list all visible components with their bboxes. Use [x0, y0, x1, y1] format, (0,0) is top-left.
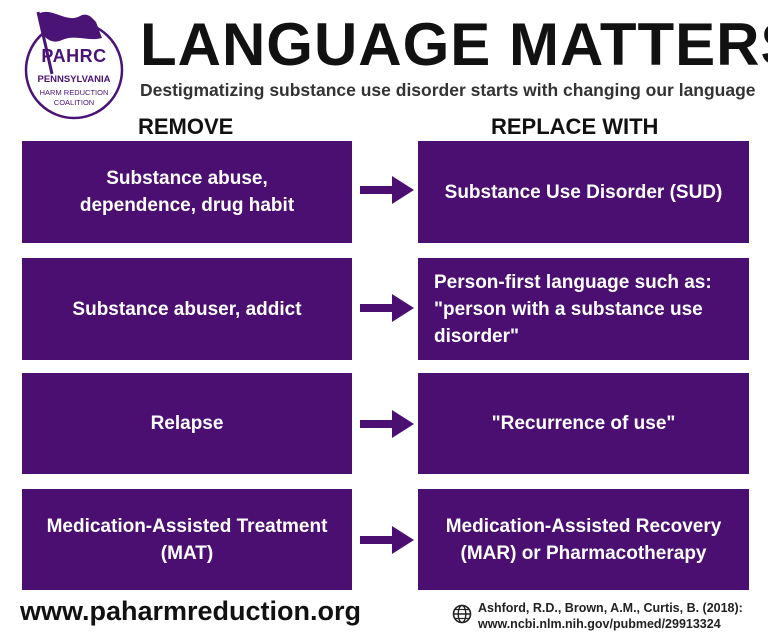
- logo-line1: HARM REDUCTION: [39, 88, 109, 97]
- citation-authors: Ashford, R.D., Brown, A.M., Curtis, B. (…: [478, 601, 743, 615]
- remove-term-text: Substance abuser, addict: [72, 298, 302, 320]
- replace-term-box: Medication-Assisted Recovery (MAR) or Ph…: [418, 489, 749, 590]
- replace-term-box: Substance Use Disorder (SUD): [418, 141, 749, 243]
- remove-term-box: Substance abuse, dependence, drug habit: [22, 141, 352, 243]
- replace-term-box: Person-first language such as: "person w…: [418, 258, 749, 360]
- logo-line2: COALITION: [53, 98, 95, 107]
- remove-term-text: Substance abuse, dependence, drug habit: [79, 168, 295, 216]
- arrow-right-icon: [360, 176, 414, 204]
- logo-acronym: PAHRC: [41, 46, 107, 66]
- replace-term-text: Medication-Assisted Recovery (MAR) or Ph…: [445, 515, 722, 564]
- globe-icon: [452, 604, 472, 624]
- replace-term-box: "Recurrence of use": [418, 373, 749, 474]
- replace-term-text: Person-first language such as: "person w…: [434, 271, 712, 347]
- arrow-right-icon: [360, 526, 414, 554]
- remove-term-text: Medication-Assisted Treatment (MAT): [46, 515, 328, 564]
- column-heading-replace: REPLACE WITH: [491, 114, 659, 139]
- arrow-right-icon: [360, 294, 414, 322]
- replace-term-text: Substance Use Disorder (SUD): [444, 181, 723, 203]
- replace-term-text: "Recurrence of use": [491, 413, 676, 434]
- remove-term-text: Relapse: [150, 413, 224, 434]
- remove-term-box: Substance abuser, addict: [22, 258, 352, 360]
- logo-state: PENNSYLVANIA: [37, 74, 111, 85]
- website-link[interactable]: www.paharmreduction.org: [20, 596, 362, 626]
- page-subtitle: Destigmatizing substance use disorder st…: [140, 80, 756, 100]
- pahrc-logo: PAHRC PENNSYLVANIA HARM REDUCTION COALIT…: [22, 8, 126, 132]
- arrow-right-icon: [360, 410, 414, 438]
- remove-term-box: Relapse: [22, 373, 352, 474]
- flag-circle-logo-icon: [24, 11, 124, 120]
- column-heading-remove: REMOVE: [138, 114, 234, 139]
- citation-link[interactable]: www.ncbi.nlm.nih.gov/pubmed/29913324: [478, 617, 721, 631]
- page-title: LANGUAGE MATTERS: [140, 11, 768, 78]
- remove-term-box: Medication-Assisted Treatment (MAT): [22, 489, 352, 590]
